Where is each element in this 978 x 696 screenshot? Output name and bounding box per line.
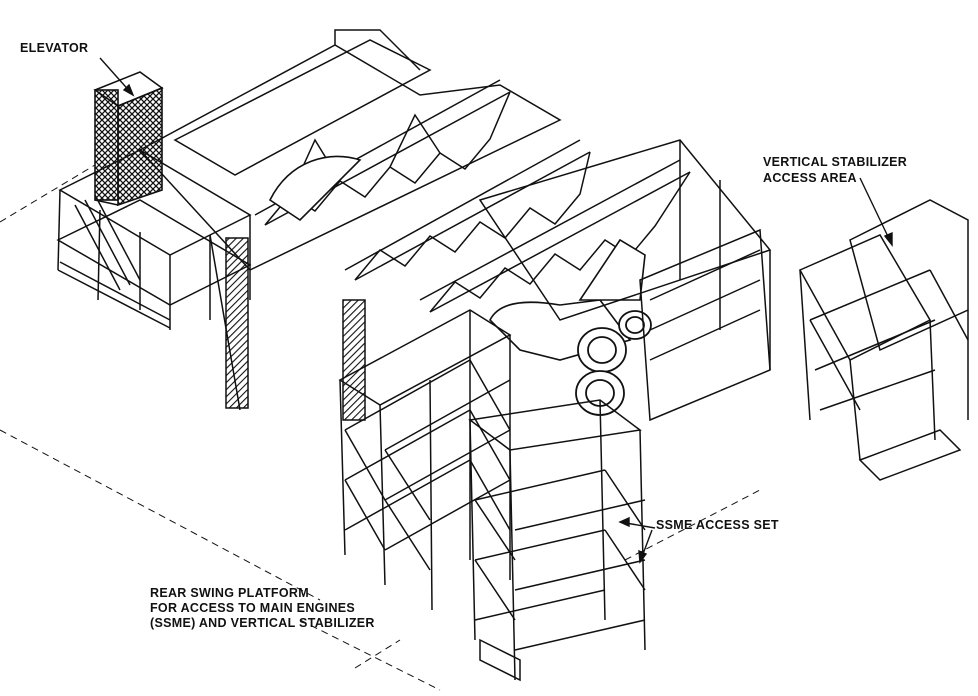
left-platform-frame: [56, 149, 252, 411]
rear-platform-label-line2: FOR ACCESS TO MAIN ENGINES: [150, 601, 356, 615]
elevator-tower: [93, 71, 164, 207]
vertical-stabilizer-structure: [798, 199, 969, 481]
hatched-towers: [225, 237, 366, 421]
floor-reference-lines: [0, 164, 761, 691]
ssme-access-stand: [468, 399, 646, 682]
leader-lines: [99, 57, 893, 564]
ssme-access-label: SSME ACCESS SET: [656, 518, 779, 532]
vertical-stabilizer-label-line1: VERTICAL STABILIZER: [763, 155, 908, 169]
orbiter-outline: [268, 155, 646, 361]
right-platform-frame: [478, 139, 772, 422]
rear-platform-label-line1: REAR SWING PLATFORM: [150, 586, 309, 600]
rear-platform-label-line3: (SSME) AND VERTICAL STABILIZER: [150, 616, 375, 630]
main-engine-bells: [575, 310, 652, 416]
vertical-stabilizer-label-line2: ACCESS AREA: [763, 171, 857, 185]
elevator-label: ELEVATOR: [20, 41, 89, 55]
